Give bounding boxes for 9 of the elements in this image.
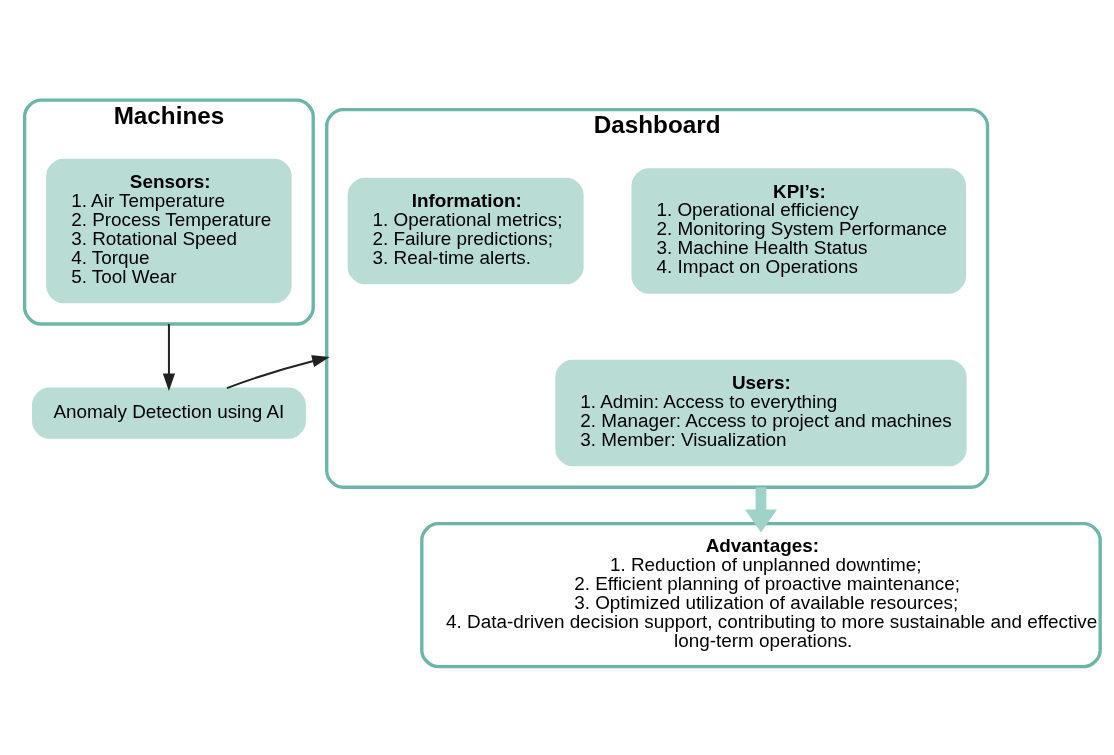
node-box: Advantages: 1. Reduction of unplanned downtime; 2. Efficient planning of proactive maintenance; 3. Optimized utilization of available resources; 4. Data-driven decision support, contributing to more sustainable and effective long-term operations. bbox=[420, 521, 1102, 668]
node-box: KPI’s: 1. Operational efficiency 2. Monitoring System Performance 3. Machine Health Status 4. Impact on Operations bbox=[631, 167, 966, 294]
arrow bbox=[162, 323, 176, 391]
arrow bbox=[744, 486, 777, 532]
node-box: Anomaly Detection using AI bbox=[32, 386, 306, 439]
node-box: Information: 1. Operational metrics; 2. Failure predictions; 3. Real-time alerts. bbox=[347, 177, 584, 284]
arrow bbox=[226, 354, 330, 389]
node-box: Sensors: 1. Air Temperature 2. Process Temperature 3. Rotational Speed 4. Torque 5. Tool Wear bbox=[46, 158, 292, 303]
node-box: Users: 1. Admin: Access to everything 2. Manager: Access to project and machines 3. Member: Visualization bbox=[555, 359, 967, 466]
